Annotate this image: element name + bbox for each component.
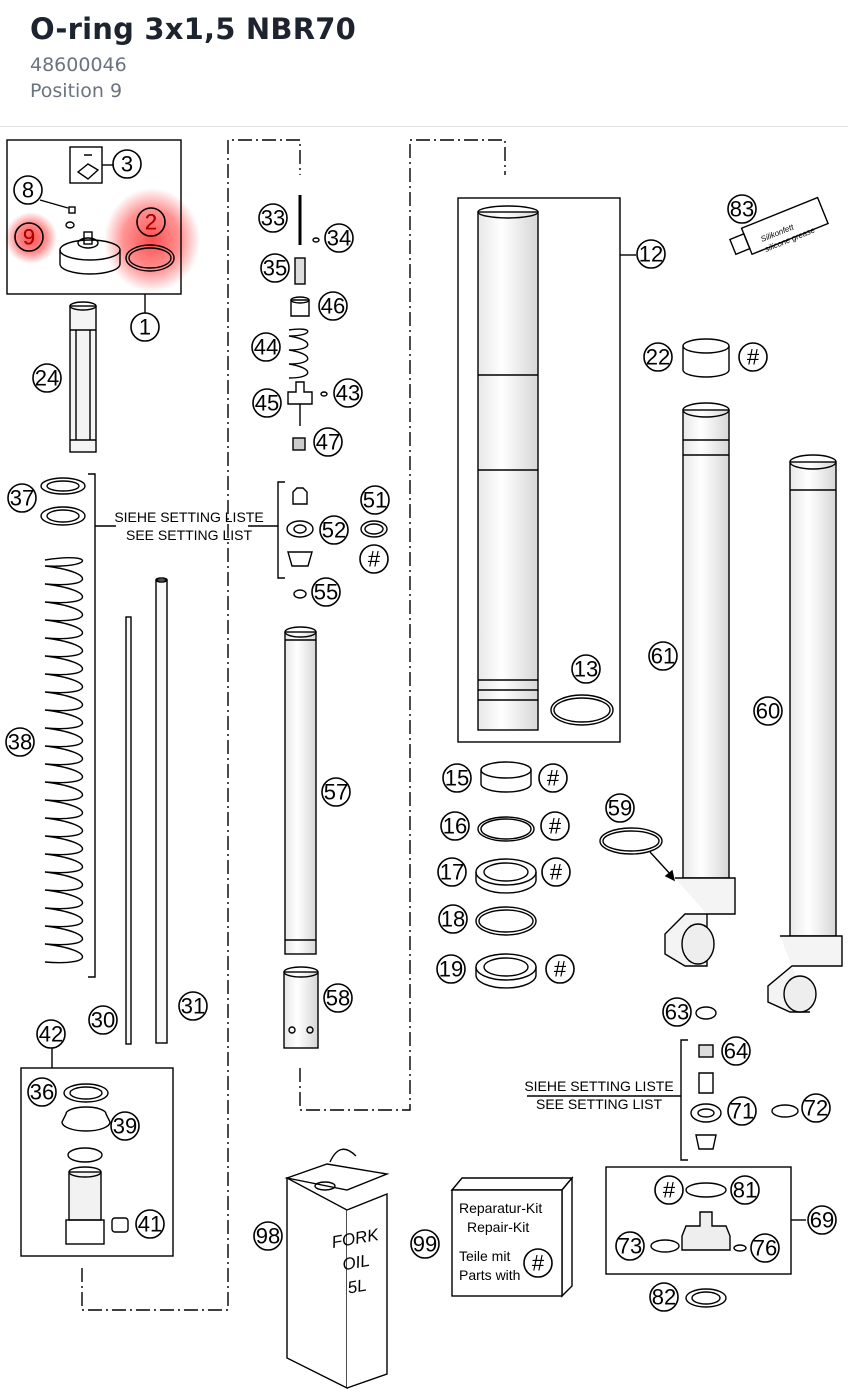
highlighted-callout-2: 2	[145, 210, 157, 235]
callout-8: 8	[22, 178, 34, 203]
parts-with-de: Teile mit	[459, 1248, 510, 1264]
callout-hash-52: #	[368, 547, 381, 572]
highlighted-callout-9: 9	[23, 225, 35, 250]
callout-hash-15: #	[547, 766, 560, 791]
setting-list-en-right: SEE SETTING LIST	[536, 1096, 662, 1112]
part-title: O-ring 3x1,5 NBR70	[30, 12, 356, 46]
highlight-glow-9	[5, 212, 57, 264]
callout-44: 44	[254, 335, 278, 360]
repair-kit-en: Repair-Kit	[467, 1219, 529, 1235]
callout-17: 17	[440, 860, 464, 885]
parts-with-en: Parts with	[459, 1267, 520, 1283]
callout-60: 60	[756, 699, 780, 724]
callout-98: 98	[256, 1224, 280, 1249]
callout-83: 83	[730, 197, 754, 222]
part-60-tube	[789, 461, 837, 937]
setting-list-en-left: SEE SETTING LIST	[126, 527, 252, 543]
callout-hash-17: #	[550, 860, 563, 885]
callout-24: 24	[35, 366, 59, 391]
setting-list-de-left: SIEHE SETTING LISTE	[114, 509, 263, 525]
part-30-rod	[125, 616, 132, 1045]
part-57-tube	[284, 631, 317, 955]
part-header: O-ring 3x1,5 NBR70 48600046 Position 9	[0, 0, 848, 127]
part-12-box	[457, 197, 621, 743]
callout-51: 51	[363, 488, 387, 513]
callout-18: 18	[441, 907, 465, 932]
callout-36: 36	[30, 1080, 54, 1105]
part-99-repair-kit-box	[450, 1176, 574, 1298]
callout-82: 82	[652, 1285, 676, 1310]
callout-52: 52	[322, 518, 346, 543]
callout-69: 69	[810, 1208, 834, 1233]
callout-58: 58	[326, 986, 350, 1011]
highlight-glow-2	[104, 188, 200, 292]
setting-list-de-right: SIEHE SETTING LISTE	[524, 1078, 673, 1094]
callout-47: 47	[316, 430, 340, 455]
repair-kit-de: Reparatur-Kit	[459, 1200, 542, 1216]
callout-45: 45	[255, 391, 279, 416]
callout-73: 73	[618, 1234, 642, 1259]
part-38-spring	[44, 557, 83, 964]
part-31-rod	[155, 579, 168, 1044]
setting-bracket-left	[88, 473, 96, 978]
part-3-shape	[76, 154, 100, 180]
part-58-shape	[283, 971, 319, 1049]
rings-15-19	[475, 761, 537, 989]
callout-72: 72	[804, 1096, 828, 1121]
fork-oil-line-3: 5L	[346, 1276, 368, 1298]
kit-42-box	[20, 1067, 174, 1257]
callout-hash-22: #	[747, 345, 760, 370]
callout-30: 30	[91, 1008, 115, 1033]
callout-59: 59	[608, 796, 632, 821]
part-position: Position 9	[30, 80, 123, 102]
callout-22: 22	[646, 345, 670, 370]
callout-16: 16	[443, 814, 467, 839]
callout-15: 15	[445, 766, 469, 791]
callout-31: 31	[181, 994, 205, 1019]
callout-41: 41	[138, 1212, 162, 1237]
callout-42: 42	[39, 1022, 63, 1047]
callout-55: 55	[314, 580, 338, 605]
callout-3: 3	[121, 152, 133, 177]
fork-oil-line-2: OIL	[341, 1251, 371, 1274]
callout-71: 71	[730, 1099, 754, 1124]
cap-assembly-box	[6, 139, 182, 295]
part-83-grease-tube	[728, 196, 829, 256]
part-12-tube	[477, 211, 539, 731]
callout-hash-16: #	[549, 814, 562, 839]
callout-99: 99	[413, 1232, 437, 1257]
callout-13: 13	[574, 657, 598, 682]
callout-43: 43	[336, 381, 360, 406]
part-13-oring	[550, 694, 614, 726]
part-61-tube	[682, 409, 730, 879]
callout-57: 57	[324, 780, 348, 805]
callout-46: 46	[321, 294, 345, 319]
callout-2: 2	[145, 210, 157, 235]
callout-76: 76	[753, 1236, 777, 1261]
callout-38: 38	[8, 730, 32, 755]
part-24-shape	[69, 305, 97, 453]
callout-64: 64	[724, 1039, 748, 1064]
callout-34: 34	[327, 226, 351, 251]
part-37-ring-b	[40, 506, 86, 526]
part-37-ring-a	[40, 477, 86, 495]
callout-37: 37	[10, 486, 34, 511]
callout-61: 61	[651, 644, 675, 669]
callout-12: 12	[639, 242, 663, 267]
callout-19: 19	[439, 957, 463, 982]
callout-9: 9	[23, 225, 35, 250]
exploded-fork-diagram: 3 8 9 2 1 24 37 38 30 31 42 36 39 41 33 …	[5, 139, 843, 1390]
callout-hash-81: #	[663, 1178, 676, 1203]
callout-81: 81	[733, 1178, 757, 1203]
part-98-oil-can	[284, 1148, 390, 1390]
callout-39: 39	[113, 1114, 137, 1139]
callout-hash-99: #	[532, 1251, 545, 1276]
article-number: 48600046	[30, 54, 127, 76]
callout-1: 1	[139, 315, 151, 340]
callout-33: 33	[261, 206, 285, 231]
callout-hash-19: #	[554, 957, 567, 982]
callout-35: 35	[263, 256, 287, 281]
callout-63: 63	[665, 1000, 689, 1025]
